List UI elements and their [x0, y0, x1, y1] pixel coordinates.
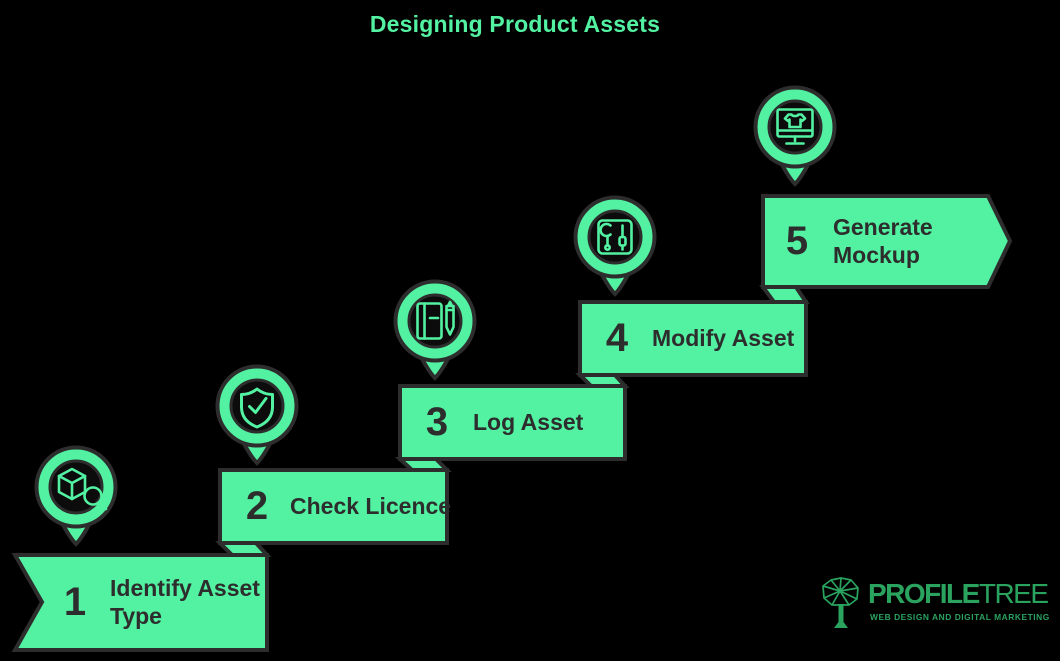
step-2-pin [215, 364, 299, 466]
logo-word-profile: PROFILE [868, 578, 980, 609]
step-3-banner [398, 384, 627, 461]
pin-inner-circle [407, 293, 463, 349]
step-3-pin [393, 279, 477, 381]
step-4-pin [573, 195, 657, 297]
step-3-label: Log Asset [473, 409, 584, 435]
step-4-banner [578, 300, 808, 377]
profiletree-logo: PROFILETREE WEB DESIGN AND DIGITAL MARKE… [820, 574, 1049, 644]
cube-search-icon [57, 467, 108, 511]
step-5-pin [753, 85, 837, 187]
step-4-label: Modify Asset [652, 325, 795, 351]
logo-wordmark: PROFILETREE [868, 578, 1049, 609]
step-1-banner [11, 553, 269, 652]
monitor-tshirt-icon [776, 108, 814, 145]
step-2-banner [218, 468, 449, 545]
step-5-fold [759, 285, 810, 304]
step-2-label: Check Licence [290, 493, 452, 519]
tools-icon [597, 219, 633, 255]
logo-word-tree: TREE [978, 578, 1049, 609]
step-3-number: 3 [425, 400, 449, 444]
step-1-label: Identify Asset Type [110, 575, 260, 629]
step-4-number: 4 [605, 316, 629, 360]
step-1-pin [34, 445, 118, 547]
step-1-number: 1 [63, 580, 87, 624]
shield-check-icon [240, 387, 274, 429]
step-5-number: 5 [785, 219, 809, 263]
pin-inner-circle [587, 209, 643, 265]
step-5-banner [761, 194, 1013, 289]
step-5-label: Generate Mockup [833, 214, 933, 268]
step-2-number: 2 [245, 484, 269, 528]
notebook-pencil-icon [416, 300, 455, 340]
tree-icon [822, 577, 859, 628]
logo-tagline: WEB DESIGN AND DIGITAL MARKETING [870, 612, 1050, 622]
page-title: Designing Product Assets [369, 11, 661, 37]
